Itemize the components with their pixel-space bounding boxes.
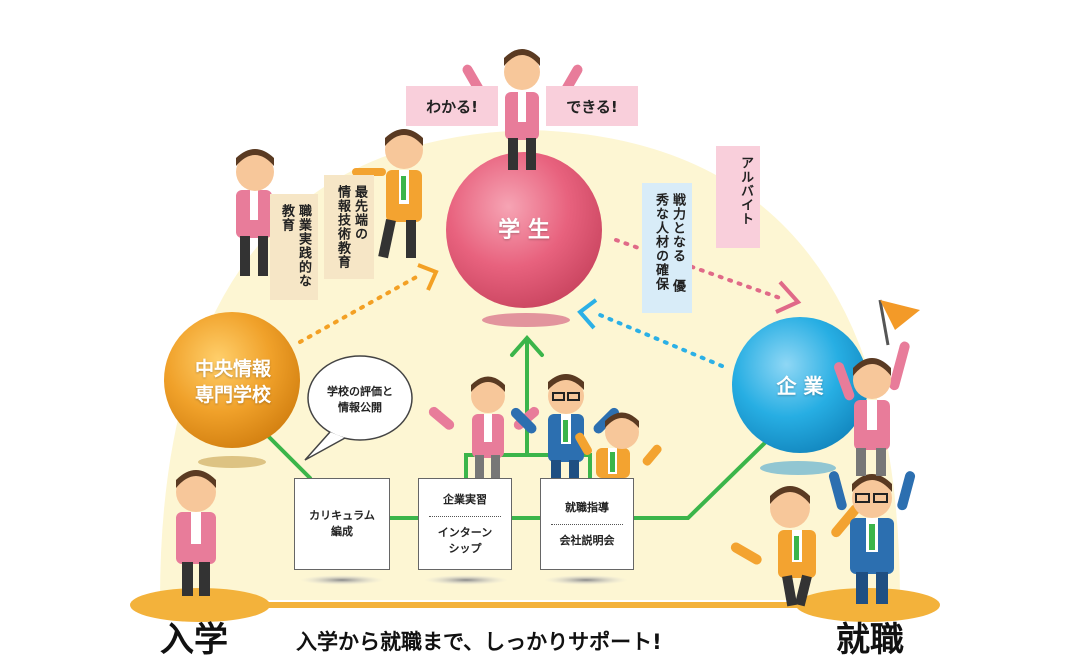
curriculum-card: カリキュラム 編成 [294,478,390,570]
dotted-arrow-school-to-student [298,273,422,344]
student-ball-shadow [482,313,570,327]
can-do-label: できる! [546,86,638,126]
internship-bottom2: シップ [448,541,482,555]
support-track [200,602,868,608]
slogan-text: 入学から就職まで、しっかりサポート! [296,630,662,654]
speech-bubble-line2: 情報公開 [338,401,382,414]
school-ball-label-line2: 専門学校 [194,384,271,406]
speech-bubble-text: 学校の評価と 情報公開 [312,384,408,416]
green-path [260,334,780,520]
school-ball-label-line1: 中央情報 [194,358,271,380]
company-ball-label: 企 業 [776,374,824,398]
businessman-character-employment [828,471,916,604]
teacher-character-center [575,412,662,478]
job-support-bottom: 会社説明会 [559,533,615,547]
internship-card: 企業実習 インターン シップ [418,478,512,570]
entry-label: 入学 [160,620,228,660]
school-ball [164,312,300,448]
note-advanced-it-line2: 情報技術教育 [335,185,350,269]
note-practical-education: 職業実践的な 教育 [270,194,318,300]
company-ball [732,317,868,453]
speech-bubble-line1: 学校の評価と [327,385,393,398]
student-ball-label: 学 生 [498,218,550,243]
teacher-character-employment [730,486,861,607]
job-support-card: 就職指導 会社説明会 [540,478,634,570]
company-ball-shadow [760,461,836,475]
arrowhead-orange [417,263,439,291]
dotted-arrow-company-to-student [598,313,724,368]
job-support-divider [551,523,623,525]
note-advanced-it: 最先端の 情報技術教育 [324,175,374,279]
student-character-employment [834,299,920,476]
note-part-time: アルバイト [716,146,760,248]
student-character-top [462,49,583,170]
note-talent-line1: 戦力となる [670,193,685,263]
note-part-time-line1: アルバイト [738,156,753,226]
internship-top: 企業実習 [443,492,487,506]
teacher-character-left-2 [352,129,423,259]
curriculum-line1: カリキュラム [309,509,375,522]
school-ball-label: 中央情報 専門学校 [168,356,298,408]
note-talent-line2: 優秀な人材の確保 [653,193,685,293]
internship-bottom1: インターン [437,525,493,539]
arrowhead-blue [577,298,598,330]
job-support-top: 就職指導 [565,500,609,514]
school-ball-shadow [198,456,266,468]
note-talent: 戦力となる 優秀な人材の確保 [642,183,692,313]
understand-label: わかる! [406,86,498,126]
note-advanced-it-line1: 最先端の [352,185,367,241]
student-ball [446,152,602,308]
arrowhead-pink [775,280,802,314]
flag-icon [880,300,920,330]
employment-label: 就職 [836,620,904,660]
note-practical-education-line1: 職業実践的な [296,204,311,288]
curriculum-line2: 編成 [331,525,353,538]
internship-divider [429,515,501,517]
student-character-center [428,376,540,481]
speech-bubble-shape [304,355,413,461]
note-practical-education-line2: 教育 [279,204,294,232]
student-character-entry [176,470,216,596]
